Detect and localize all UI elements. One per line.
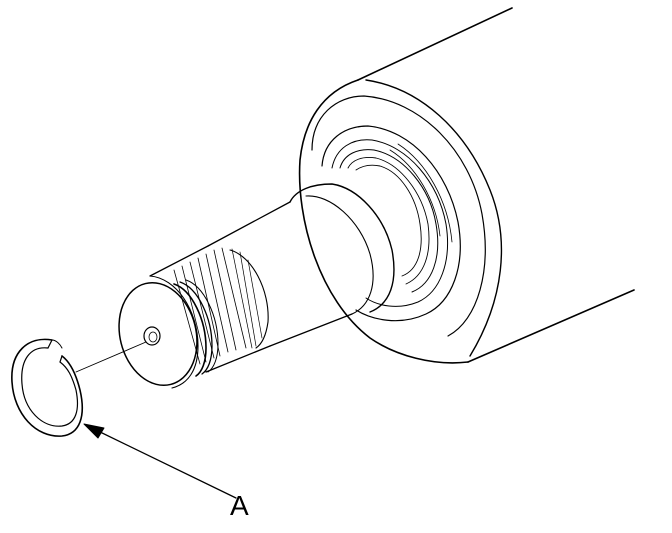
spline-section xyxy=(150,246,270,376)
seal-rings xyxy=(322,126,460,321)
snap-ring xyxy=(12,339,82,436)
shaft-end-face xyxy=(109,274,208,393)
assembly-axis-line xyxy=(76,342,146,372)
callout-a-leader xyxy=(84,424,236,498)
leader-arrowhead xyxy=(84,424,104,438)
shaft-shoulder xyxy=(208,184,394,346)
callout-label-a: A xyxy=(230,490,249,521)
outer-shaft-housing xyxy=(300,8,634,363)
